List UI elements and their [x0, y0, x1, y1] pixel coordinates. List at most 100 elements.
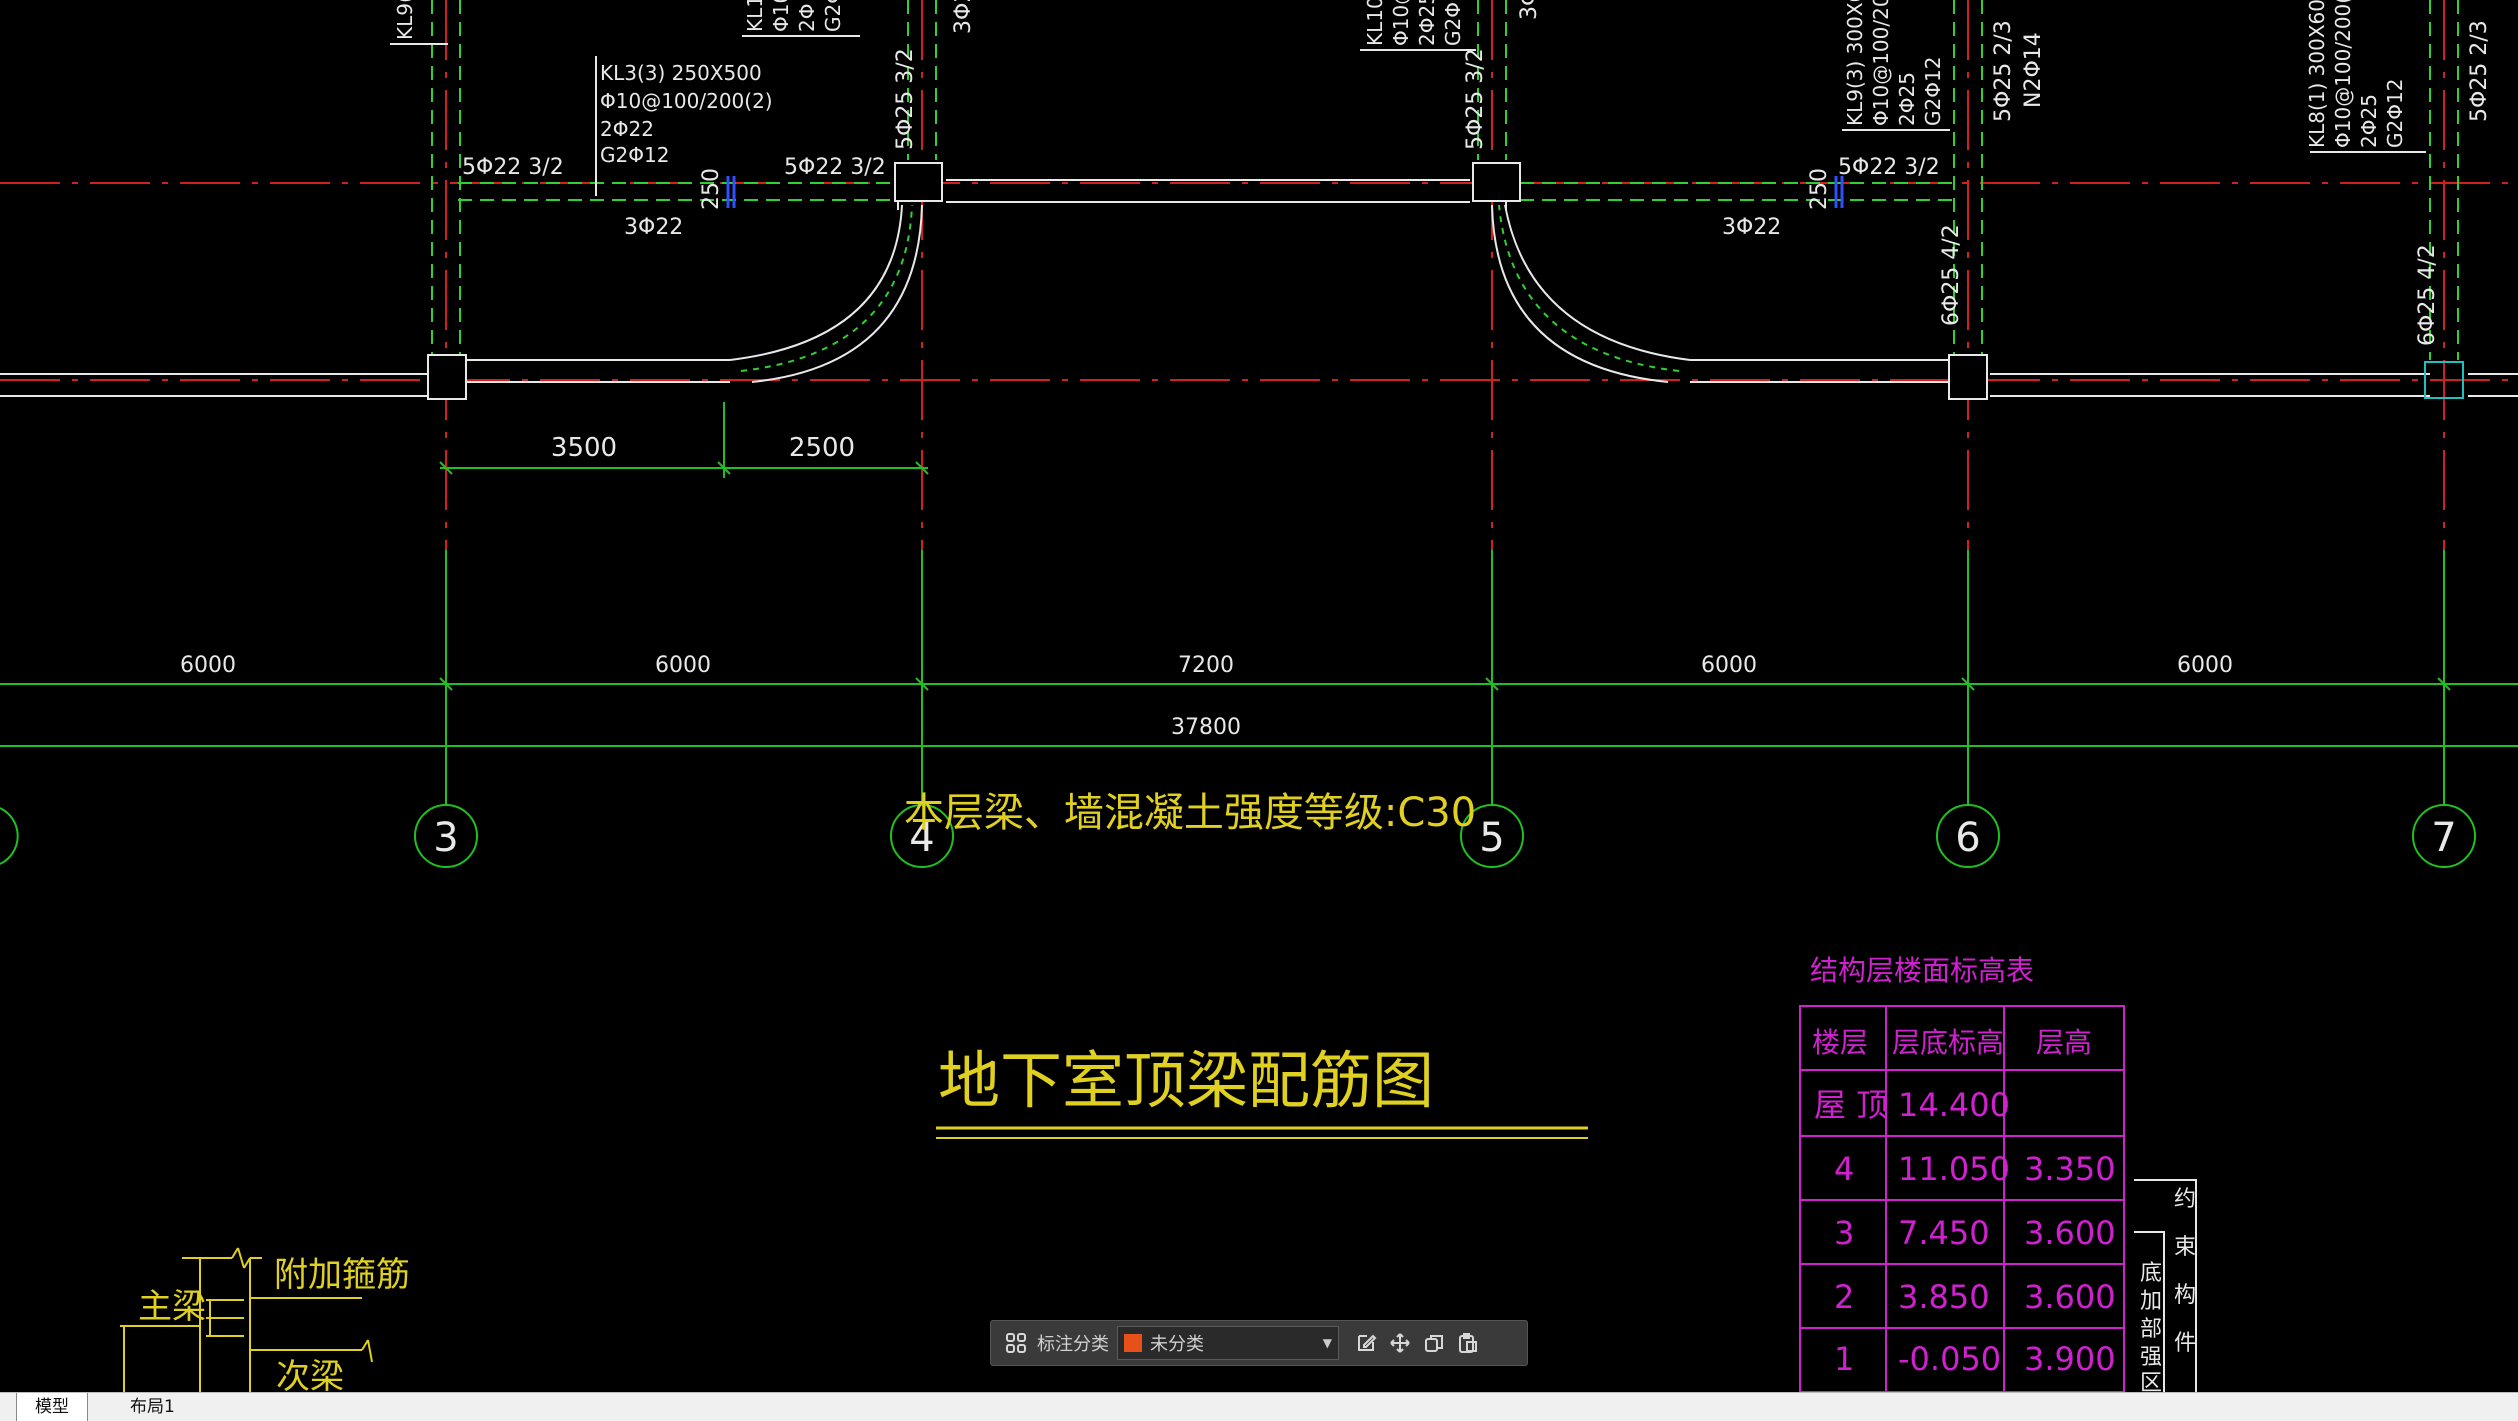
svg-text:2Φ22: 2Φ22 — [600, 117, 654, 141]
rebar-label: 3Φ22 — [624, 215, 683, 240]
table-cell: 3.850 — [1898, 1278, 1990, 1316]
side-note-char: 底 — [2140, 1261, 2162, 1286]
svg-text:Φ10@100/200(2): Φ10@100/200(2) — [1869, 0, 1893, 126]
svg-text:2Φ: 2Φ — [795, 4, 819, 32]
columns — [427, 162, 1988, 400]
detail-extra-stirrup-label: 附加箍筋 — [274, 1255, 410, 1295]
tab-model[interactable]: 模型 — [16, 1393, 88, 1421]
side-note-char: 强 — [2140, 1345, 2162, 1370]
wall-thickness-label: 250 — [699, 168, 724, 210]
side-note-char: 束 — [2174, 1235, 2196, 1260]
table-cell: -0.050 — [1898, 1340, 2001, 1378]
detail-main-beam-label: 主梁 — [138, 1287, 206, 1327]
svg-text:G2Φ12: G2Φ12 — [1921, 57, 1945, 126]
svg-text:Φ10@: Φ10@ — [769, 0, 793, 32]
kl10-annotation: KL10 Φ10@ 2Φ25 G2Φ1 — [1363, 0, 1465, 46]
category-select-value: 未分类 — [1150, 1334, 1204, 1355]
svg-text:KL3(3) 250X500: KL3(3) 250X500 — [600, 61, 762, 85]
sub-dim-2500: 2500 — [789, 433, 855, 463]
axis-extensions — [445, 550, 2445, 806]
table-header-floor: 楼层 — [1812, 1026, 1868, 1059]
svg-text:Φ10@100/200(2): Φ10@100/200(2) — [2331, 0, 2355, 148]
rebar-label-vertical: 5Φ25 3/2 — [1463, 48, 1488, 150]
category-color-swatch — [1124, 1334, 1142, 1352]
tab-layout1[interactable]: 布局1 — [130, 1397, 175, 1417]
span-dim-2: 6000 — [655, 653, 711, 678]
axis-lines — [0, 0, 2518, 560]
title-underline — [936, 1126, 1588, 1139]
svg-text:KL10: KL10 — [1363, 0, 1387, 46]
rebar-label-vertical: N2Φ14 — [2021, 32, 2046, 108]
svg-text:G2Φ12: G2Φ12 — [2383, 79, 2407, 148]
svg-text:KL9(3) 300X600: KL9(3) 300X600 — [1843, 0, 1867, 126]
rebar-label: 5Φ22 3/2 — [462, 155, 564, 180]
svg-text:G2Φ12: G2Φ12 — [600, 143, 669, 167]
kl3-annotation: KL3(3) 250X500 Φ10@100/200(2) 2Φ22 G2Φ12 — [600, 61, 773, 167]
total-length-dim: 37800 — [1171, 715, 1241, 740]
annotation-toolbar: 标注分类 未分类 ▼ — [990, 1320, 1528, 1366]
table-cell: 3.600 — [2024, 1214, 2116, 1252]
layout-tab-bar: 模型 布局1 — [0, 1392, 2518, 1421]
kl9-top-annotation: KL9( — [393, 0, 417, 40]
table-header-height: 层高 — [2036, 1026, 2092, 1059]
axis-bubble-6: 6 — [1955, 815, 1980, 861]
svg-text:Φ10@100/200(2): Φ10@100/200(2) — [600, 89, 773, 113]
table-side-brackets — [2134, 1179, 2197, 1392]
span-dim-5: 6000 — [2177, 653, 2233, 678]
dimension-lines — [0, 402, 2518, 747]
svg-text:2Φ25: 2Φ25 — [2357, 94, 2381, 148]
table-cell: 1 — [1834, 1340, 1854, 1378]
rebar-label-vertical: 5Φ25 2/3 — [1991, 20, 2016, 122]
span-dim-4: 6000 — [1701, 653, 1757, 678]
rebar-label-vertical: 6Φ25 4/2 — [1939, 224, 1964, 326]
axis-bubble-5: 5 — [1479, 815, 1504, 861]
kl9-annotation: KL9(3) 300X600 Φ10@100/200(2) 2Φ25 G2Φ12 — [1843, 0, 1945, 126]
span-dim-1: 6000 — [180, 653, 236, 678]
axis-bubbles — [0, 804, 2476, 868]
side-note-char: 构 — [2174, 1283, 2196, 1308]
rebar-label-vertical: 3Φ — [1517, 0, 1542, 20]
svg-text:G2Φ1: G2Φ1 — [1441, 0, 1465, 46]
beam-dashed-lines — [431, 0, 2459, 360]
annotation-category-select[interactable]: 未分类 ▼ — [1117, 1326, 1339, 1360]
hatch-marks — [726, 176, 1844, 208]
wall-thickness-label: 250 — [1807, 168, 1832, 210]
table-cell: 7.450 — [1898, 1214, 1990, 1252]
rebar-label-vertical: 5Φ25 3/2 — [893, 48, 918, 150]
side-note-char: 部 — [2140, 1317, 2162, 1342]
axis-bubble-3: 3 — [433, 815, 458, 861]
svg-text:2Φ25: 2Φ25 — [1895, 72, 1919, 126]
chevron-down-icon: ▼ — [1322, 1336, 1332, 1350]
drawing-title: 地下室顶梁配筋图 — [938, 1044, 1434, 1117]
svg-text:KL10: KL10 — [743, 0, 767, 32]
curved-wall-accents — [740, 204, 1680, 372]
table-cell: 3 — [1834, 1214, 1854, 1252]
svg-text:KL8(1) 300X600: KL8(1) 300X600 — [2305, 0, 2329, 148]
grid-icon[interactable] — [999, 1326, 1033, 1360]
copy-icon[interactable] — [1417, 1326, 1451, 1360]
rebar-label-vertical: 6Φ25 4/2 — [2415, 244, 2440, 346]
axis-bubble-4: 4 — [909, 815, 934, 861]
side-note-char: 件 — [2174, 1331, 2196, 1356]
elevation-table-caption: 结构层楼面标高表 — [1810, 954, 2034, 987]
table-cell: 4 — [1834, 1150, 1854, 1188]
side-note-char: 加 — [2140, 1289, 2162, 1314]
move-icon[interactable] — [1383, 1326, 1417, 1360]
edit-icon[interactable] — [1349, 1326, 1383, 1360]
svg-text:G2Φ: G2Φ — [821, 0, 845, 32]
annotation-category-label: 标注分类 — [1037, 1334, 1109, 1355]
paste-icon[interactable] — [1451, 1326, 1485, 1360]
sub-dim-3500: 3500 — [551, 433, 617, 463]
kl10-left-annotation: KL10 Φ10@ 2Φ G2Φ — [743, 0, 845, 32]
table-cell: 3.600 — [2024, 1278, 2116, 1316]
table-header-elevation: 层底标高 — [1892, 1026, 2004, 1059]
rebar-label-vertical: 3Φ2 — [951, 0, 976, 34]
side-note-char: 区 — [2140, 1371, 2162, 1392]
table-cell: 2 — [1834, 1278, 1854, 1316]
rebar-label-vertical: 5Φ25 2/3 — [2467, 20, 2492, 122]
drawing-canvas[interactable]: 6000 6000 7200 6000 6000 37800 3500 2500… — [0, 0, 2518, 1392]
wall-outlines — [0, 179, 2518, 397]
table-cell: 3.350 — [2024, 1150, 2116, 1188]
detail-secondary-beam-label: 次梁 — [276, 1357, 344, 1392]
column-7 — [2424, 361, 2464, 399]
